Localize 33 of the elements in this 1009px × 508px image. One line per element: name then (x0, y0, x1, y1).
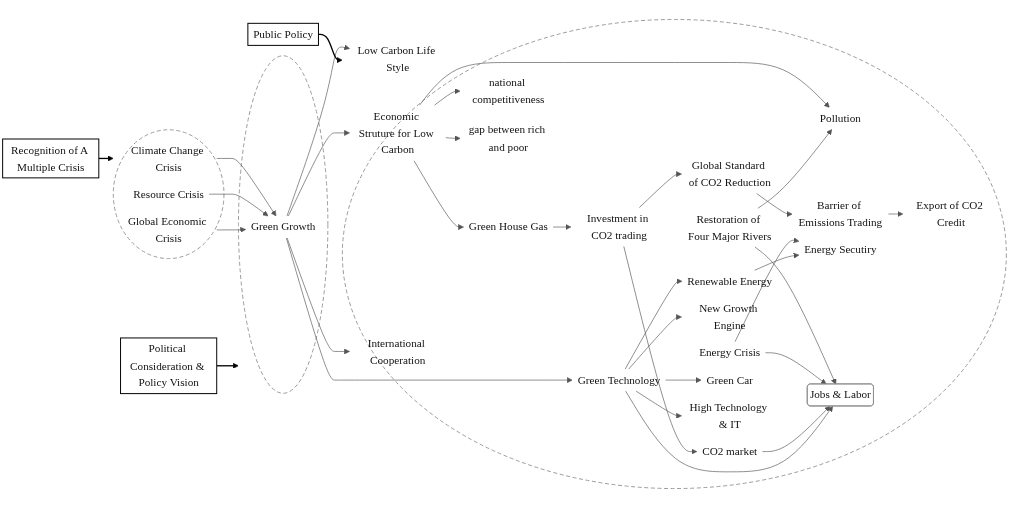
node-text: Energy Crisis (699, 346, 761, 359)
node-text: Green Car (706, 373, 753, 387)
node-text: Green Growth (250, 220, 316, 234)
node-text: Export of CO2 Credit (916, 199, 983, 229)
node-text: national competitiveness (472, 76, 545, 106)
node-text: New Growth Engine (699, 302, 758, 332)
node-text: Barrier of Emissions Trading (798, 199, 883, 229)
arrow (317, 33, 343, 63)
node-text: Energy Secutiry (804, 243, 877, 256)
node-box: Recognition of A Multiple Crisis (2, 138, 100, 179)
cluster (341, 18, 1007, 490)
node-text: CO2 market (702, 445, 758, 458)
node-text: Investment in CO2 trading (586, 212, 649, 242)
node-text: Green Technology (577, 373, 661, 387)
node-text: High Technology & IT (689, 401, 768, 431)
node-text: Climate Change Crisis (131, 143, 204, 173)
node-text: International Cooperation (367, 336, 426, 366)
arrow (98, 155, 114, 162)
arrow (216, 362, 239, 369)
node-text: Green House Gas (468, 220, 548, 234)
node-text: Low Carbon Life Style (357, 44, 436, 74)
node-box: Political Consideration & Policy Vision (120, 337, 218, 395)
node-text: Resource Crisis (133, 187, 204, 201)
cluster (237, 55, 329, 394)
node-text: gap between rich and poor (468, 123, 546, 153)
node-text: Restoration of Four Major Rivers (688, 212, 772, 243)
node-text: Economic Struture for Low Carbon (358, 109, 434, 156)
node-text: Renewable Energy (687, 274, 773, 288)
node-box: Public Policy (247, 22, 319, 46)
node-text: Global Economic Crisis (127, 215, 207, 245)
node-text: Global Standard of CO2 Reduction (688, 159, 771, 189)
cluster (112, 129, 225, 260)
node-text: Pollution (819, 112, 861, 125)
